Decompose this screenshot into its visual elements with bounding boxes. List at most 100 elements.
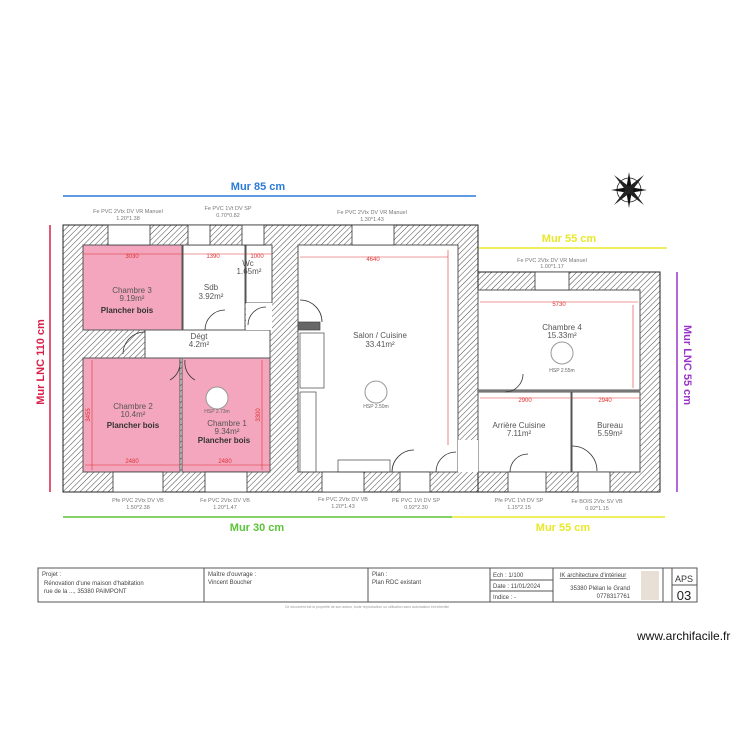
window-openings [107, 224, 611, 493]
company-phone: 0778317761 [597, 594, 631, 600]
room-salon-cuisine[interactable] [297, 244, 459, 473]
room-name: Chambre 2 [113, 402, 153, 411]
room-area: 4.2m² [189, 340, 210, 349]
hsp-label: HSP 2.55m [549, 368, 574, 374]
room-degt[interactable] [144, 329, 271, 359]
dimension-label: 1390 [206, 254, 220, 260]
wall-label-bottom-left: Mur 30 cm [230, 522, 285, 534]
opening-labels: Fe PVC 2Vtx DV VR Manuel 1.20*1.38 Fe PV… [93, 206, 623, 512]
wall-label-top: Mur 85 cm [231, 181, 286, 193]
room-chambre-1[interactable] [181, 357, 271, 473]
room-name: Salon / Cuisine [353, 331, 407, 340]
opening-size: 0.70*0.82 [216, 213, 240, 219]
plan-label: Plan : [372, 572, 388, 578]
hsp-marker-chambre-1 [205, 386, 229, 410]
opening-type: Fe PVC 2Vtx DV VB [318, 497, 368, 503]
door[interactable] [399, 471, 431, 493]
window[interactable] [241, 224, 265, 246]
room-bureau[interactable] [571, 391, 641, 473]
window[interactable] [351, 224, 395, 246]
opening-type: Pfe PVC 1Vt DV SP [495, 498, 544, 504]
dimension-labels: 3030 1390 1000 4640 5730 2900 2940 2480 … [86, 254, 612, 465]
room-name: Bureau [597, 421, 623, 430]
dimension-label: 4640 [366, 257, 380, 263]
sheet-number: 03 [677, 588, 691, 603]
opening-type: PE PVC 1Vt DV SP [392, 498, 440, 504]
opening-type: Fe PVC 2Vtx DV VR Manuel [93, 209, 163, 215]
room-area: 1.65m² [237, 267, 262, 276]
title-block [37, 567, 698, 603]
dimension-label: 5730 [552, 302, 566, 308]
door[interactable] [112, 471, 164, 493]
door[interactable] [507, 471, 547, 493]
room-area: 7.11m² [507, 429, 532, 438]
room-name: Dégt [191, 332, 209, 341]
door-swings [122, 299, 598, 473]
opening-size: 1.20*1.43 [331, 504, 355, 510]
opening-size: 0.92*1.15 [585, 506, 609, 512]
dimension-label: 2480 [125, 459, 139, 465]
room-name: Arrière Cuisine [493, 421, 546, 430]
room-area: 3.92m² [199, 292, 224, 301]
projet-name: Rénovation d'une maison d'habitation [44, 581, 144, 587]
hsp-marker-chambre-4 [550, 341, 574, 365]
watermark-link[interactable]: www.archifacile.fr [636, 629, 730, 643]
wall-indicators: Mur 85 cm Mur 55 cm Mur 30 cm Mur 55 cm … [35, 181, 693, 534]
dimension-label: 3030 [125, 254, 139, 260]
wall-label-bottom-right: Mur 55 cm [536, 522, 591, 534]
phase: APS [675, 574, 693, 584]
dimension-label: 2940 [598, 398, 612, 404]
floor-type: Plancher bois [198, 436, 251, 445]
window[interactable] [107, 224, 151, 246]
room-area: 10.4m² [121, 410, 146, 419]
room-area: 33.41m² [365, 340, 395, 349]
room-name: Chambre 3 [112, 286, 152, 295]
opening-size: 1.50*2.38 [126, 505, 150, 511]
room-chambre-4[interactable] [477, 289, 641, 391]
room-sdb[interactable] [182, 244, 246, 331]
rooms [82, 244, 641, 473]
hsp-marker-salon [364, 380, 388, 404]
hsp-label: HSP 2.73m [204, 409, 229, 415]
window[interactable] [534, 271, 570, 291]
opening-size: 0.92*2.30 [404, 505, 428, 511]
company-name: IK architecture d'intérieur [560, 573, 627, 579]
window[interactable] [187, 224, 211, 246]
dimension-label: 1000 [250, 254, 264, 260]
company-logo [641, 571, 659, 600]
footer-note: Ce document est la propriété de son aute… [285, 605, 449, 609]
room-area: 9.34m² [215, 427, 240, 436]
date: Date : 11/01/2024 [493, 584, 541, 590]
plan-value: Plan RDC existant [372, 580, 421, 586]
floor-type: Plancher bois [101, 306, 154, 315]
moa-label: Maître d'ouvrage : [208, 572, 257, 578]
dimension-lines [83, 250, 640, 470]
room-name: Chambre 4 [542, 323, 582, 332]
indice: Indice : - [493, 595, 516, 601]
opening-type: Fe PVC 2Vtx DV VR Manuel [517, 258, 587, 264]
wall-label-right-top: Mur 55 cm [542, 233, 597, 245]
opening-size: 1.00*1.17 [540, 264, 564, 270]
projet-label: Projet : [42, 572, 61, 578]
window[interactable] [204, 471, 248, 493]
opening-type: Fe PVC 2Vtx DV VR Manuel [337, 210, 407, 216]
opening-size: 1.30*1.43 [360, 217, 384, 223]
opening-type: Fe BOIS 2Vtx SV VB [571, 499, 623, 505]
window[interactable] [321, 471, 365, 493]
moa-value: Vincent Boucher [208, 580, 252, 586]
dimension-label: 2900 [518, 398, 532, 404]
room-name: Chambre 1 [207, 419, 247, 428]
wall-label-left: Mur LNC 110 cm [35, 319, 47, 405]
window[interactable] [577, 471, 611, 493]
room-labels: Chambre 3 9.19m² Plancher bois Sdb 3.92m… [101, 259, 623, 445]
room-area: 15.33m² [547, 331, 577, 340]
opening-type: Fe PVC 2Vtx DV VB [200, 498, 250, 504]
dimension-label: 2480 [218, 459, 232, 465]
room-chambre-2[interactable] [82, 357, 181, 473]
scale: Ech : 1/100 [493, 573, 524, 579]
opening-size: 1.20*1.38 [116, 216, 140, 222]
room-area: 9.19m² [120, 294, 145, 303]
title-block-text: Projet : Rénovation d'une maison d'habit… [42, 572, 693, 609]
dimension-label: 3300 [256, 408, 262, 422]
